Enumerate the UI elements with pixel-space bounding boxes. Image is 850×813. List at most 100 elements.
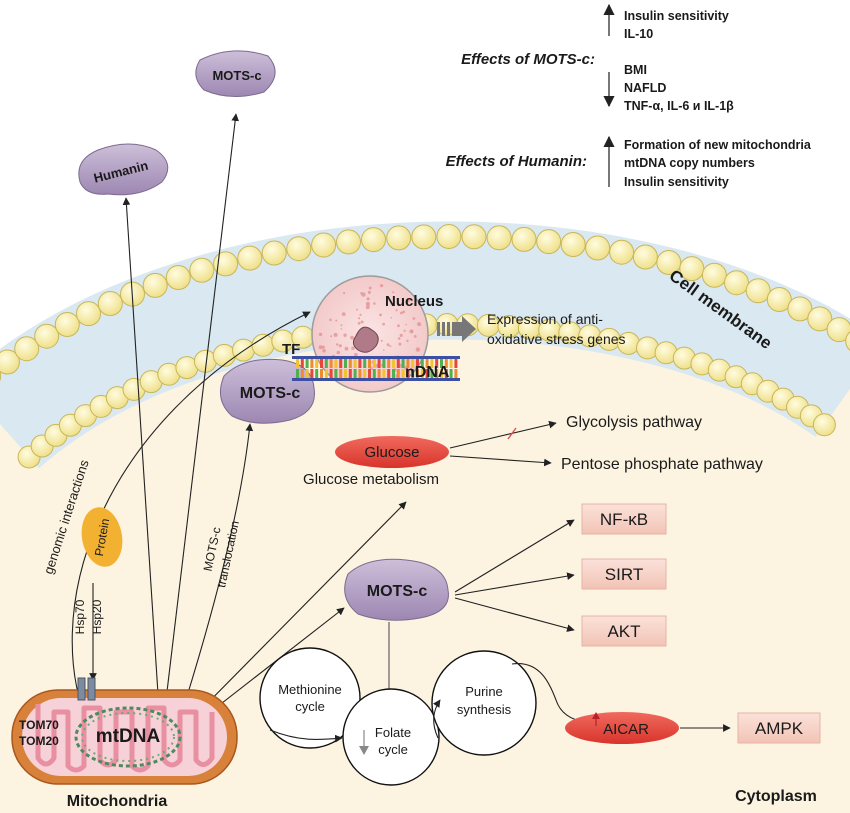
- chromatin-speck: [336, 343, 339, 346]
- glucose-label: Glucose: [364, 444, 419, 461]
- arrow-folate-to-purine: [432, 699, 441, 739]
- lipid-head: [0, 349, 20, 375]
- lipid-head: [237, 245, 263, 271]
- arrow-to-glycolysis: [449, 420, 557, 449]
- folate-cycle: Folate cycle: [342, 688, 440, 786]
- hsp20-label: Hsp20: [90, 599, 104, 634]
- lipid-head: [76, 301, 101, 327]
- protein: Protein: [81, 507, 123, 567]
- mots-effect-up-2: IL-10: [624, 27, 653, 41]
- chromatin-speck: [341, 312, 346, 316]
- chromatin-speck: [330, 335, 333, 338]
- dna-base: [401, 359, 405, 368]
- chromatin-speck: [361, 292, 366, 297]
- dna-base: [411, 369, 415, 378]
- lipid-head: [560, 232, 586, 257]
- effects-humanin-title: Effects of Humanin:: [446, 153, 587, 170]
- lipid-head: [54, 312, 80, 337]
- dna-base: [305, 359, 309, 368]
- chromatin-speck: [379, 313, 382, 317]
- hsp70-label: Hsp70: [73, 599, 87, 634]
- lipid-head: [14, 336, 40, 362]
- humanin-peptide: Humanin: [78, 143, 169, 196]
- dna-base: [344, 369, 347, 378]
- methionine-label-2: cycle: [295, 699, 325, 714]
- arrow-purine-to-aicar: [511, 663, 587, 725]
- tom20-label: TOM20: [19, 734, 59, 748]
- dna-base: [315, 359, 319, 368]
- lipid-head: [97, 291, 123, 316]
- chromatin-speck: [402, 310, 406, 314]
- glucose-node: Glucose Glucose metabolism: [303, 436, 449, 488]
- chromatin-speck: [392, 291, 395, 294]
- chromatin-speck: [400, 311, 403, 315]
- dna-base: [454, 369, 458, 378]
- glucose-metabolism-label: Glucose metabolism: [303, 471, 439, 488]
- aicar-node: AICAR: [565, 712, 679, 744]
- humanin-effect-2: mtDNA copy numbers: [624, 156, 755, 170]
- expression-arrow-icon: [452, 316, 476, 342]
- chromatin-speck: [343, 333, 347, 337]
- dna-base: [387, 359, 391, 368]
- ampk-label: AMPK: [755, 719, 804, 738]
- lipid-head: [511, 226, 537, 252]
- tom-channel: [87, 677, 96, 701]
- dna-base: [320, 359, 323, 368]
- arrow-to-pentose: [449, 455, 552, 467]
- down-arrow-icon: [359, 746, 369, 755]
- dna-base: [454, 359, 458, 368]
- dna-base: [425, 359, 429, 368]
- lipid-head: [34, 323, 60, 349]
- purine-label-1: Purine: [465, 684, 503, 699]
- chromatin-speck: [403, 329, 406, 332]
- mots-effect-down-3: TNF-α, IL-6 и IL-1β: [624, 99, 734, 113]
- dna-base: [392, 359, 395, 368]
- tf-label: TF: [282, 341, 300, 358]
- effects-humanin-panel: Effects of Humanin: Formation of new mit…: [446, 135, 812, 189]
- dna-base: [430, 359, 434, 368]
- lipid-head: [261, 240, 287, 266]
- chromatin-speck: [340, 324, 343, 327]
- dna-base: [387, 369, 391, 378]
- lipid-head: [386, 225, 412, 251]
- lipid-head: [212, 343, 236, 367]
- chromatin-speck: [360, 320, 364, 324]
- chromatin-speck: [411, 330, 414, 333]
- dna-base: [435, 359, 439, 368]
- mitochondria-label: Mitochondria: [67, 793, 168, 810]
- chromatin-speck: [365, 301, 370, 306]
- arrow-to-glucose-metabolism: [184, 501, 407, 727]
- chromatin-speck: [398, 342, 402, 346]
- dna-base: [358, 369, 362, 378]
- tom70-label: TOM70: [19, 718, 59, 732]
- lipid-head: [311, 232, 337, 258]
- dna-base: [339, 359, 343, 368]
- purine-label-2: synthesis: [457, 702, 512, 717]
- arrow-methionine-to-folate: [269, 729, 343, 743]
- arrow-to-humanin: [122, 197, 161, 726]
- chromatin-speck: [365, 305, 370, 310]
- sirt-box: SIRT: [581, 558, 667, 590]
- lipid-head: [632, 244, 658, 270]
- dna-base: [444, 369, 448, 378]
- effects-mots-title: Effects of MOTS-c:: [461, 51, 595, 68]
- dna-base: [358, 359, 362, 368]
- lipid-head: [724, 270, 749, 296]
- lipid-head: [411, 224, 437, 250]
- purine-synthesis: Purine synthesis: [431, 650, 537, 756]
- lipid-head: [609, 239, 635, 265]
- chromatin-speck: [318, 332, 323, 337]
- lipid-head: [536, 229, 562, 255]
- chromatin-speck: [356, 308, 358, 311]
- chromatin-speck: [344, 346, 349, 351]
- lipid-head: [213, 251, 239, 277]
- dna-base: [324, 359, 328, 368]
- chromatin-speck: [397, 337, 401, 340]
- expression-output: Expression of anti- oxidative stress gen…: [437, 311, 626, 347]
- akt-label: AKT: [607, 622, 640, 641]
- chromatin-speck: [407, 299, 410, 303]
- lipid-head: [701, 262, 727, 288]
- dna-base: [444, 359, 448, 368]
- arrow-to-sirt: [454, 572, 575, 596]
